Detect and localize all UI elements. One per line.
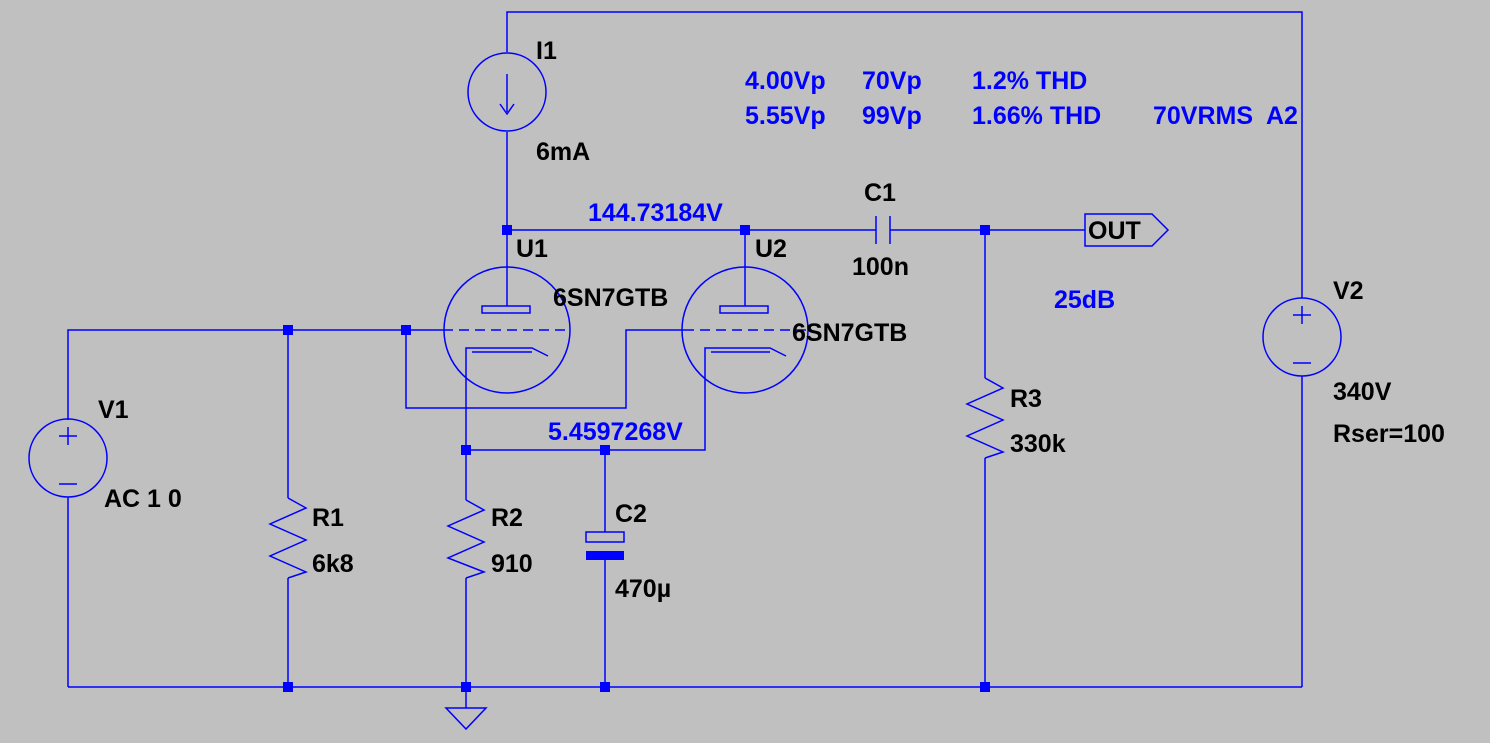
wire-input-grid <box>67 329 443 420</box>
note-row2-col3: 1.66% THD <box>972 102 1101 130</box>
wire-top-rail <box>506 11 1303 298</box>
junction-dot <box>600 682 610 692</box>
note-row2-col1: 5.55Vp <box>745 102 826 130</box>
junction-dot <box>283 682 293 692</box>
junction-dot <box>980 225 990 235</box>
r2-value: 910 <box>491 550 533 578</box>
measurement-notes: 4.00Vp 70Vp 1.2% THD 5.55Vp 99Vp 1.66% T… <box>745 67 1298 314</box>
note-row2-col4: 70VRMS A2 <box>1153 102 1298 130</box>
capacitor-c2[interactable] <box>585 531 625 560</box>
junction-dot <box>461 445 471 455</box>
u1-name: U1 <box>516 235 548 263</box>
wire-grid-loop <box>405 329 684 409</box>
c1-name: C1 <box>864 179 896 207</box>
note-row1-col3: 1.2% THD <box>972 67 1087 95</box>
junction-dot <box>740 225 750 235</box>
net-label-out[interactable]: OUT <box>1084 213 1170 247</box>
r1-name: R1 <box>312 504 344 532</box>
u2-model: 6SN7GTB <box>792 319 907 347</box>
v2-value: 340V <box>1333 378 1392 406</box>
i1-value: 6mA <box>536 138 590 166</box>
r3-value: 330k <box>1010 430 1066 458</box>
note-row2-col2: 99Vp <box>862 102 922 130</box>
u2-name: U2 <box>755 235 787 263</box>
gain-note: 25dB <box>1054 286 1115 314</box>
junction-dot <box>980 682 990 692</box>
junction-dot <box>461 682 471 692</box>
note-row1-col1: 4.00Vp <box>745 67 826 95</box>
junction-dot <box>401 325 411 335</box>
junction-dot <box>600 445 610 455</box>
current-source-i1[interactable] <box>467 52 547 132</box>
cathode-voltage-label: 5.4597268V <box>548 418 683 446</box>
ground-symbol <box>444 707 488 731</box>
i1-name: I1 <box>536 37 557 65</box>
v1-name: V1 <box>98 396 129 424</box>
v2-name: V2 <box>1333 277 1364 305</box>
v2-param: Rser=100 <box>1333 420 1445 448</box>
junction-dot <box>283 325 293 335</box>
net-label-out-text: OUT <box>1088 217 1141 245</box>
c2-value: 470µ <box>615 575 671 603</box>
junctions <box>283 225 990 692</box>
r3-name: R3 <box>1010 385 1042 413</box>
triode-u1[interactable] <box>443 266 571 394</box>
capacitor-c1[interactable] <box>875 216 891 244</box>
note-row1-col2: 70Vp <box>862 67 922 95</box>
junction-dot <box>502 225 512 235</box>
resistor-r1[interactable] <box>268 497 309 579</box>
r2-name: R2 <box>491 504 523 532</box>
r1-value: 6k8 <box>312 550 354 578</box>
triode-u2[interactable] <box>681 266 810 394</box>
anode-voltage-label: 144.73184V <box>588 199 723 227</box>
c2-name: C2 <box>615 500 647 528</box>
resistor-r3[interactable] <box>965 377 1006 459</box>
wire-cathode-bus <box>466 376 706 451</box>
c1-value: 100n <box>852 253 909 281</box>
voltage-source-v1[interactable] <box>28 418 108 498</box>
u1-model: 6SN7GTB <box>553 284 668 312</box>
resistor-r2[interactable] <box>446 499 487 579</box>
v1-value: AC 1 0 <box>104 485 182 513</box>
wires <box>67 11 1303 708</box>
voltage-source-v2[interactable] <box>1262 297 1342 377</box>
